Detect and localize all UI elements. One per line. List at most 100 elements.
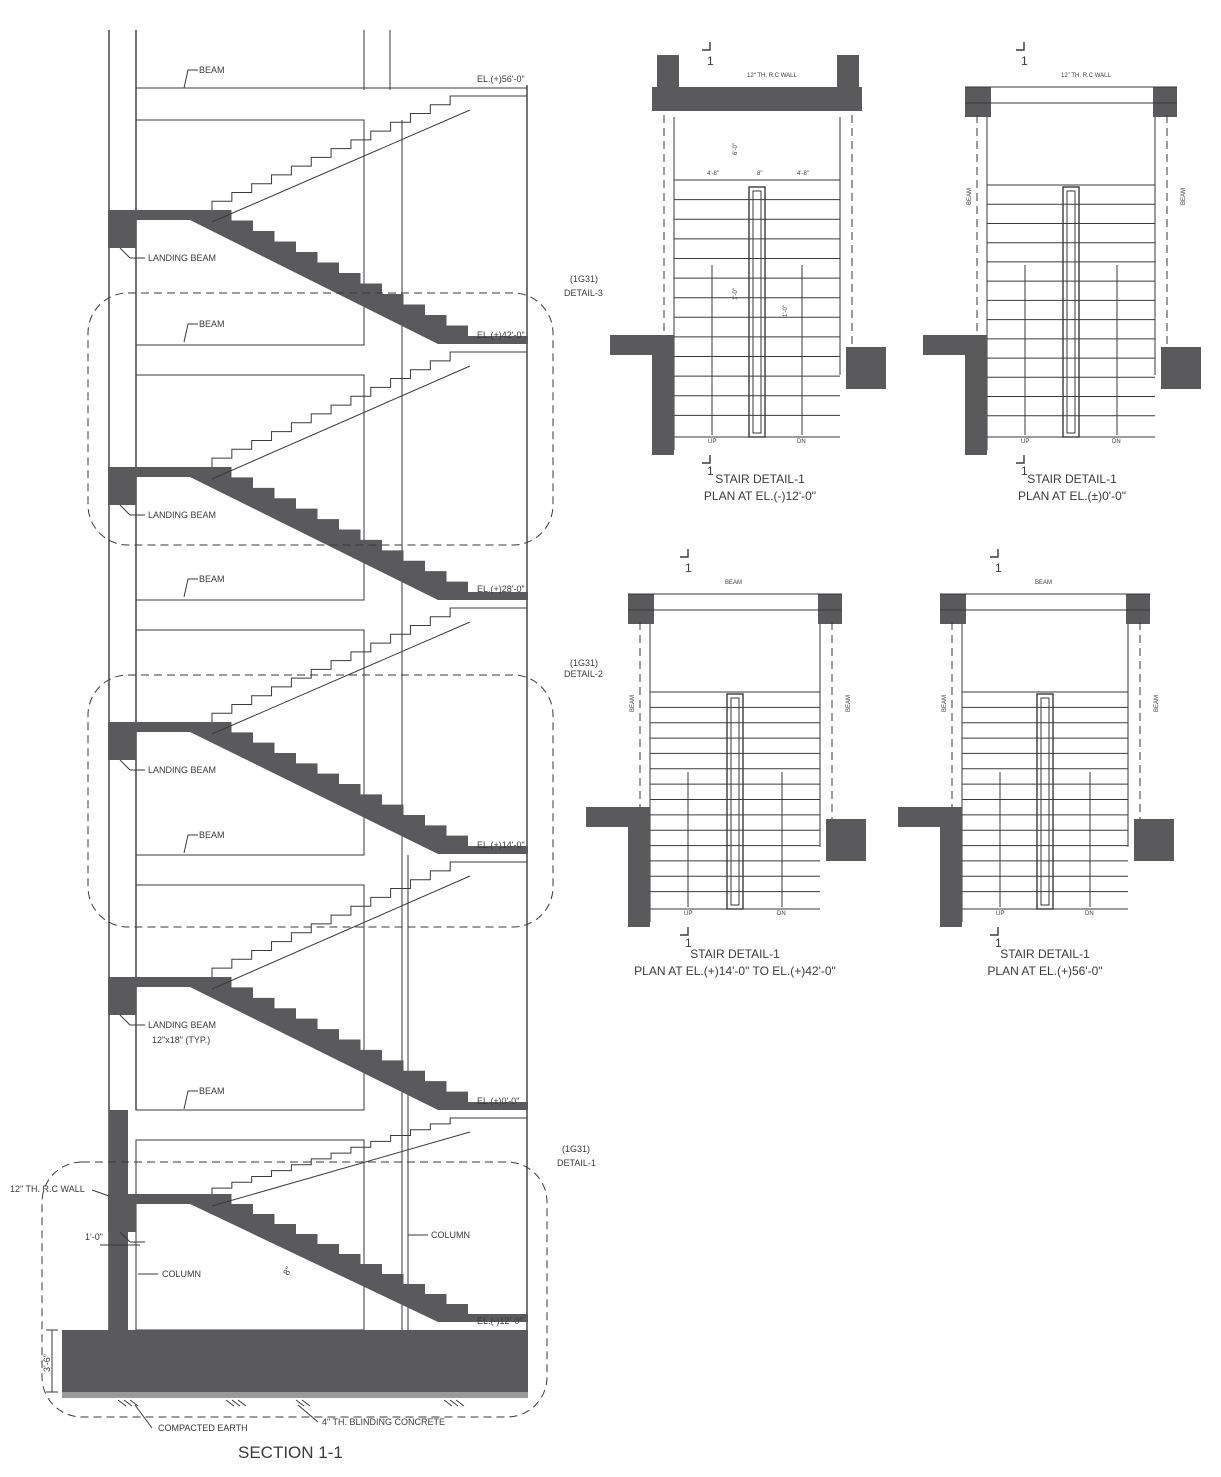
top-label: BEAM xyxy=(725,580,742,586)
section-mark: 1 xyxy=(1021,464,1028,478)
upper-flight-steps xyxy=(211,607,470,722)
section-mark: 1 xyxy=(685,936,692,950)
footing-depth: 3'-6" xyxy=(42,1354,52,1372)
blinding-label: 4" TH. BLINDING CONCRETE xyxy=(322,1417,445,1427)
dn-label: DN xyxy=(797,439,806,445)
detail-3-name: DETAIL-3 xyxy=(564,288,603,298)
beam-label: BEAM xyxy=(942,695,948,712)
landing-beam-size: 12"x18" (TYP.) xyxy=(152,1035,210,1045)
upper-flight-steps xyxy=(211,861,470,977)
detail-1-name: DETAIL-1 xyxy=(557,1158,596,1168)
stair-flights xyxy=(108,95,528,1322)
upper-flight-soffit xyxy=(211,365,471,480)
beam-label: BEAM xyxy=(1181,188,1187,205)
section-mark: 1 xyxy=(995,936,1002,950)
section-1-1: 3'-6" 1'-0" 12" TH. R.C WALL 8" COLUMN C… xyxy=(10,30,603,1462)
dim: 6'-0" xyxy=(733,143,739,155)
dim: 4'-8" xyxy=(707,171,719,177)
up-label: UP xyxy=(708,439,716,445)
landing-beam-label: LANDING BEAM xyxy=(148,253,216,263)
dim: 4'-8" xyxy=(797,171,809,177)
plan-subtitle: PLAN AT EL.(±)0'-0" xyxy=(1018,489,1126,503)
beam-label: BEAM xyxy=(846,695,852,712)
dn-label: DN xyxy=(1112,439,1121,445)
upper-flight-steps xyxy=(211,1117,470,1194)
wall-thickness-dim: 1'-0" xyxy=(85,1232,103,1242)
section-mark: 1 xyxy=(707,54,714,68)
detail-2-boundary xyxy=(87,674,554,928)
rc-wall xyxy=(109,1110,128,1330)
blinding-concrete xyxy=(62,1392,528,1398)
detail-3-ref: (1G31) xyxy=(570,274,598,284)
compacted-earth-hatch xyxy=(117,1399,465,1407)
wall-label: 12" TH. R.C WALL xyxy=(10,1184,85,1194)
detail-3-boundary xyxy=(87,292,554,546)
elevation-label: EL.(±)0'-0" xyxy=(477,1096,519,1106)
beam-label: BEAM xyxy=(199,574,225,584)
landing-beam-label: LANDING BEAM xyxy=(148,1020,216,1030)
elevation-label: EL.(-)12'-0" xyxy=(477,1316,522,1326)
upper-flight-steps xyxy=(211,351,470,467)
beam-5 xyxy=(135,1139,365,1331)
lower-flight xyxy=(108,977,528,1110)
dn-label: DN xyxy=(777,911,786,917)
beam-label: BEAM xyxy=(1154,695,1160,712)
riser-dim: 8" xyxy=(281,1265,294,1277)
beam-label: BEAM xyxy=(199,830,225,840)
beam-label: BEAM xyxy=(967,188,973,205)
stair-plans: UP DN 1 1 12" TH. R.C WALL 4'-8" 8" 4'-8" 6'-0" 1… xyxy=(586,42,1201,978)
upper-flight-soffit xyxy=(211,621,471,735)
up-label: UP xyxy=(1021,439,1029,445)
top-label: 12" TH. R.C WALL xyxy=(747,73,797,79)
elevation-label: EL.(+)28'-0" xyxy=(477,584,525,594)
landing-beam-label: LANDING BEAM xyxy=(148,510,216,520)
plan-subtitle: PLAN AT EL.(+)14'-0" TO EL.(+)42'-0" xyxy=(634,964,836,978)
plan-title: STAIR DETAIL-1 xyxy=(690,947,780,961)
detail-2-ref: (1G31) xyxy=(570,658,598,668)
up-label: UP xyxy=(684,911,692,917)
lower-flight xyxy=(108,1194,528,1322)
top-label: 12" TH. R.C WALL xyxy=(1061,73,1111,79)
beam-label: BEAM xyxy=(199,319,225,329)
detail-1-boundary xyxy=(41,1161,548,1418)
upper-flight-steps xyxy=(211,95,470,210)
dim: 1'-0" xyxy=(783,305,789,317)
raft-foundation xyxy=(62,1330,528,1392)
section-mark: 1 xyxy=(1021,54,1028,68)
upper-flight-soffit xyxy=(211,1131,471,1207)
plan-title: STAIR DETAIL-1 xyxy=(1027,472,1117,486)
dim: 1'-0" xyxy=(733,288,739,300)
elevation-label: EL.(+)56'-0" xyxy=(477,74,525,84)
dn-label: DN xyxy=(1085,911,1094,917)
detail-1-ref: (1G31) xyxy=(562,1144,590,1154)
section-mark: 1 xyxy=(995,561,1002,575)
section-mark: 1 xyxy=(685,561,692,575)
detail-2-name: DETAIL-2 xyxy=(564,669,603,679)
beam-label: BEAM xyxy=(630,695,636,712)
beam-label: BEAM xyxy=(199,65,225,75)
plan-subtitle: PLAN AT EL.(-)12'-0" xyxy=(704,489,816,503)
lower-flight xyxy=(108,722,528,854)
section-mark: 1 xyxy=(707,464,714,478)
elevation-label: EL.(+)42'-0" xyxy=(477,330,525,340)
lower-flight xyxy=(108,210,528,344)
beam-label: BEAM xyxy=(199,1086,225,1096)
lower-flight xyxy=(108,467,528,600)
section-title: SECTION 1-1 xyxy=(238,1443,343,1462)
upper-flight-soffit xyxy=(211,109,471,223)
column-label-left: COLUMN xyxy=(162,1269,201,1279)
dim: 8" xyxy=(757,171,762,177)
stair-plan-1: UP DN 1 1 12" TH. R.C WALL 4'-8" 8" 4'-8" 6'-0" 1… xyxy=(610,42,886,503)
compacted-earth-label: COMPACTED EARTH xyxy=(158,1423,248,1433)
upper-flight-soffit xyxy=(211,875,471,990)
column-label-right: COLUMN xyxy=(431,1230,470,1240)
plan-subtitle: PLAN AT EL.(+)56'-0" xyxy=(987,964,1102,978)
up-label: UP xyxy=(996,911,1004,917)
landing-beam-label: LANDING BEAM xyxy=(148,765,216,775)
plan-title: STAIR DETAIL-1 xyxy=(1000,947,1090,961)
elevation-label: EL.(+)14'-0" xyxy=(477,840,525,850)
top-label: BEAM xyxy=(1035,580,1052,586)
